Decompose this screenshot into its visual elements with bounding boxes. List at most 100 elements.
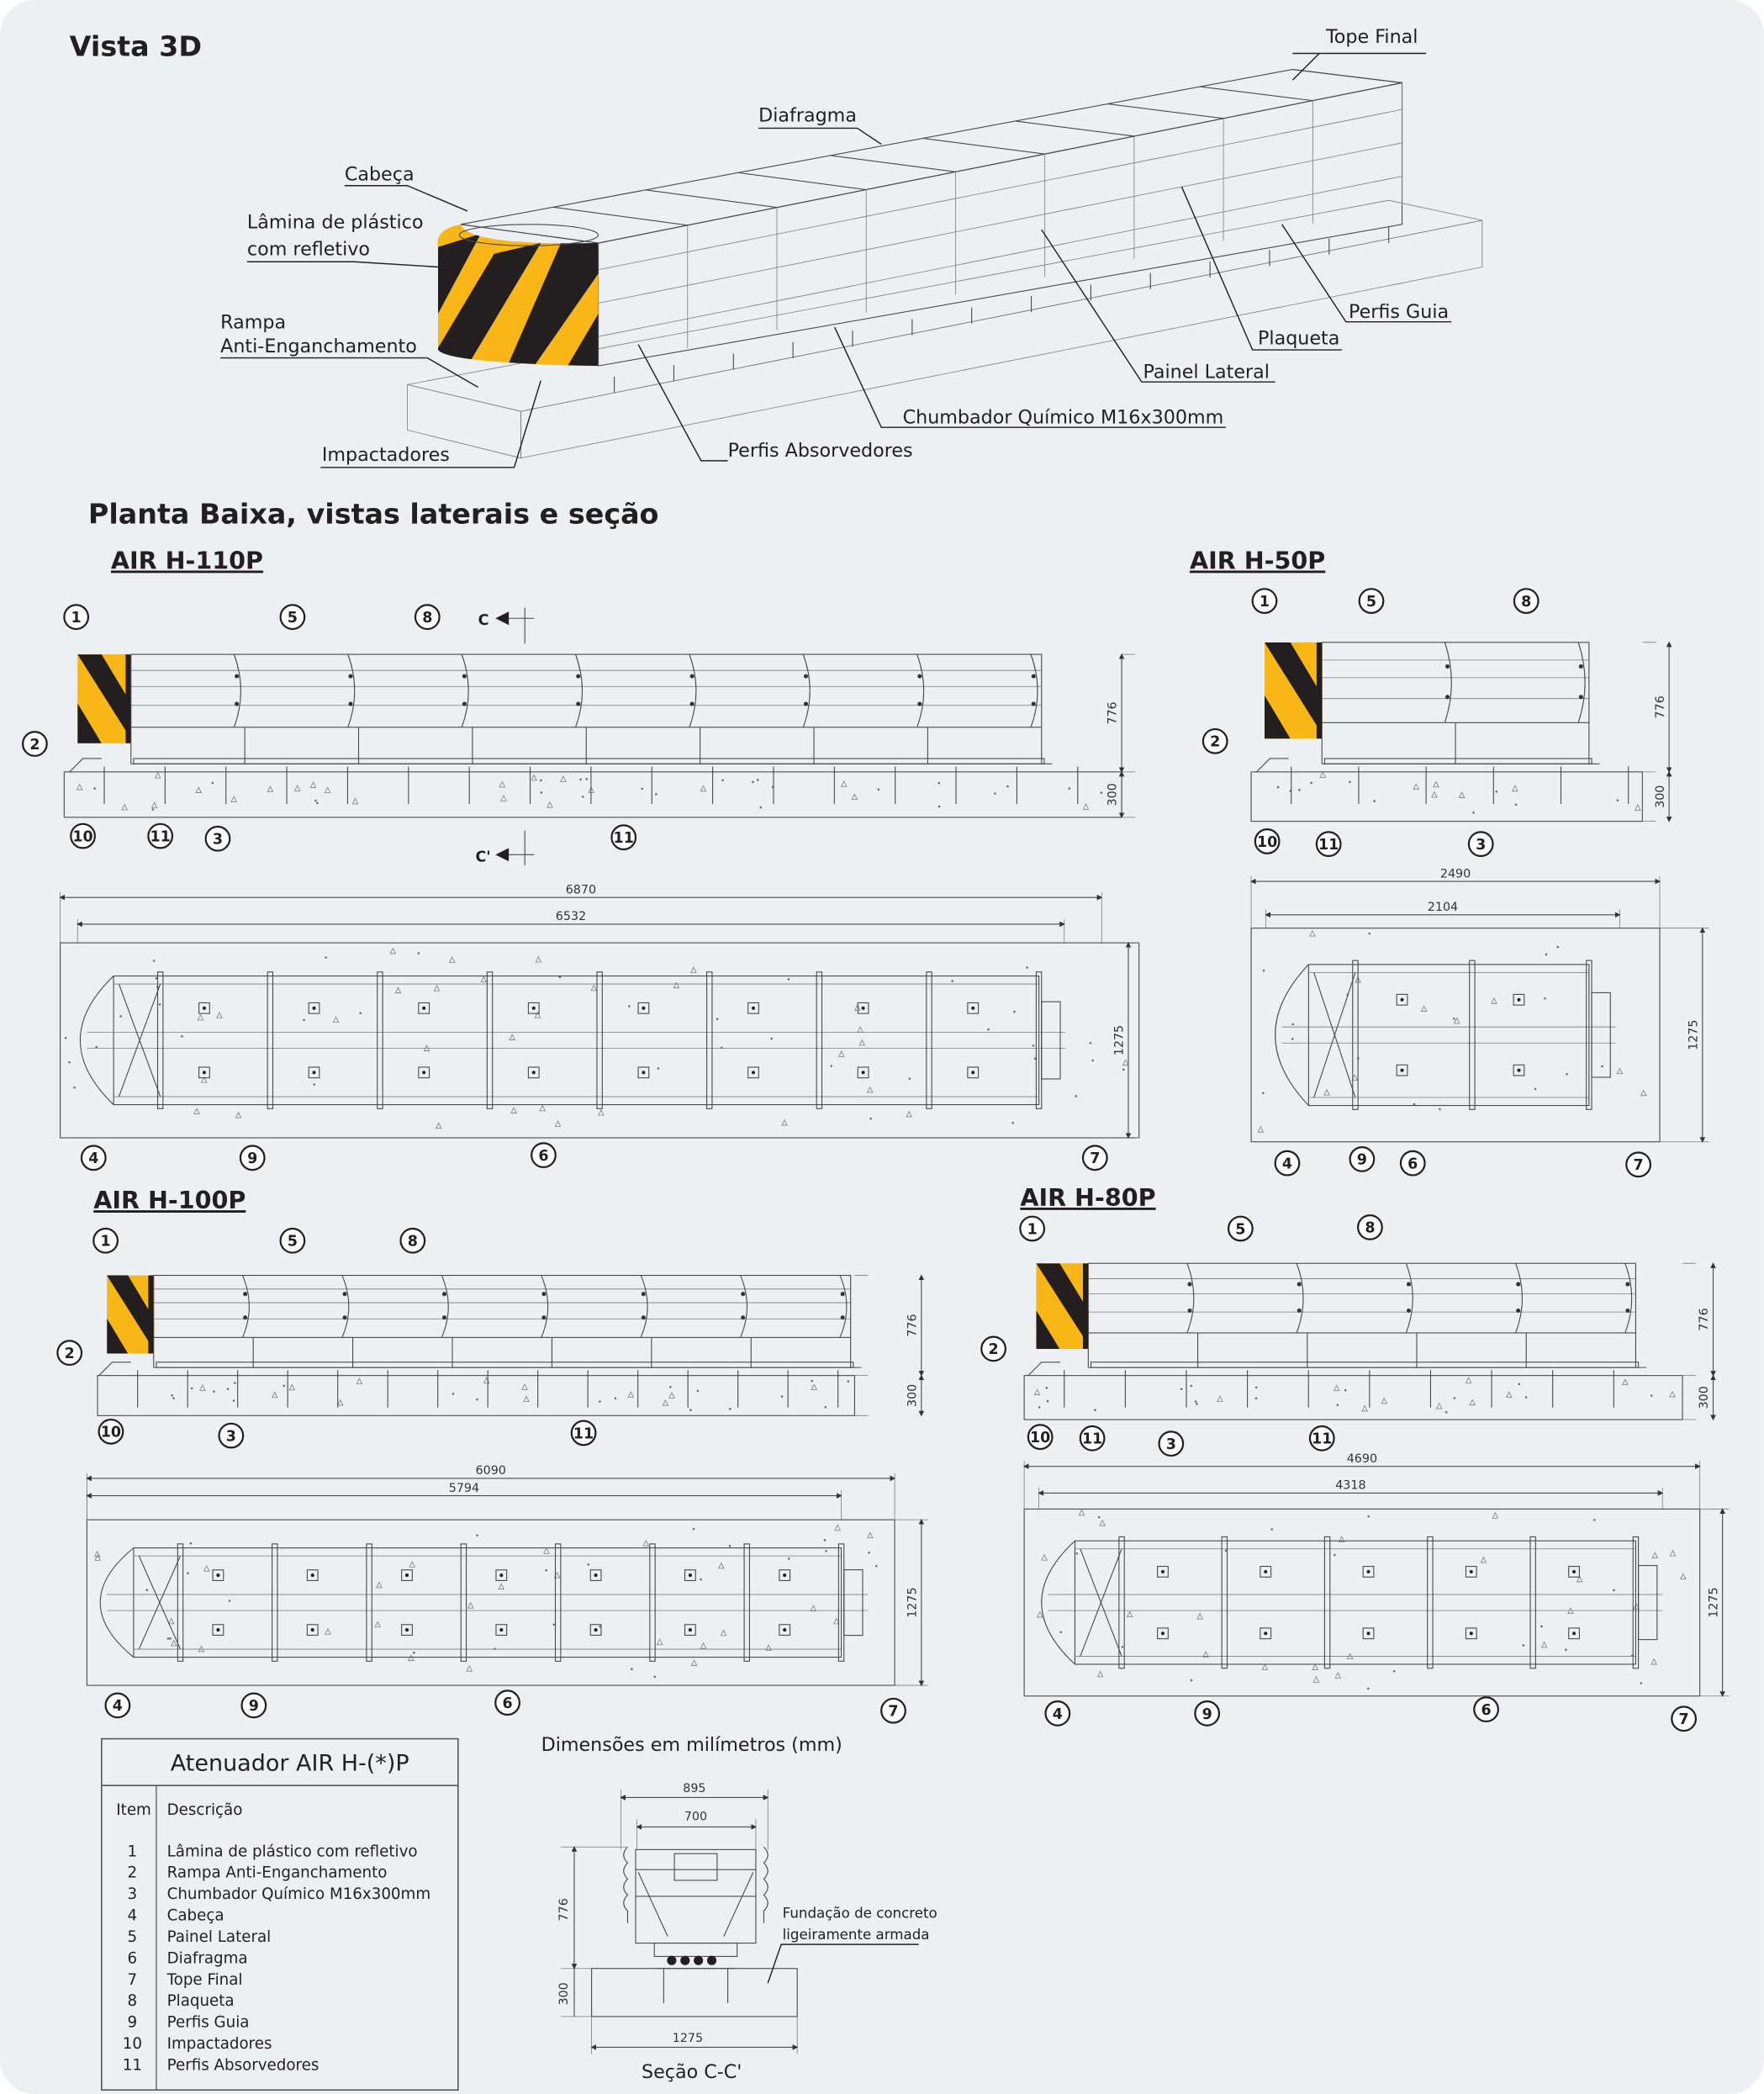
- head-reflective-sheet: [1036, 1263, 1089, 1350]
- concrete-aggregate: [1190, 1679, 1193, 1682]
- concrete-aggregate: [235, 1111, 242, 1118]
- legend-item-number: 1: [128, 1843, 138, 1860]
- diaphragm: [1427, 1536, 1434, 1669]
- concrete-aggregate: [498, 1583, 505, 1590]
- diaphragm: [177, 1543, 184, 1662]
- concrete-aggregate: [226, 1388, 230, 1390]
- concrete-aggregate: [314, 799, 317, 802]
- concrete-aggregate: [1202, 1651, 1209, 1658]
- concrete-aggregate: [756, 779, 759, 781]
- concrete-aggregate: [1033, 1057, 1037, 1060]
- callout-number: 1: [1027, 1221, 1038, 1238]
- callout-number: 5: [288, 610, 298, 627]
- callout-marker: 1: [63, 604, 90, 631]
- concrete-aggregate: [1368, 932, 1371, 935]
- concrete-aggregate: [94, 1554, 101, 1561]
- concrete-aggregate: [847, 1380, 850, 1383]
- dimension-value: 1275: [1113, 1025, 1127, 1055]
- concrete-aggregate: [1033, 1388, 1041, 1395]
- concrete-aggregate: [1616, 799, 1619, 801]
- callout-marker: 7: [1625, 1151, 1652, 1178]
- concrete-aggregate: [413, 1651, 415, 1654]
- dimension-value: 1275: [1707, 1587, 1720, 1617]
- 3d-barrier: [460, 69, 1403, 393]
- concrete-aggregate: [288, 1383, 296, 1391]
- callout-marker: 11: [1315, 831, 1342, 858]
- callout-marker: 9: [240, 1692, 267, 1719]
- concrete-aggregate: [181, 1034, 183, 1038]
- concrete-aggregate: [1096, 1670, 1104, 1678]
- concrete-aggregate: [1651, 1552, 1659, 1558]
- concrete-aggregate: [581, 796, 584, 798]
- concrete-aggregate: [1444, 1411, 1448, 1414]
- label-painel-lateral: Painel Lateral: [1143, 361, 1269, 383]
- callout-number: 8: [422, 610, 432, 627]
- callout-number: 1: [100, 1234, 110, 1251]
- concrete-aggregate: [145, 1589, 149, 1591]
- concrete-aggregate: [1511, 785, 1518, 792]
- anti-snag-ramp: [98, 1362, 131, 1377]
- concrete-aggregate: [452, 1393, 455, 1395]
- concrete-aggregate: [166, 1637, 170, 1640]
- concrete-aggregate: [213, 1390, 215, 1393]
- concrete-aggregate: [1336, 1404, 1339, 1407]
- section-cc: Dimensões em milímetros (mm) 895 700 776…: [541, 1734, 937, 2083]
- concrete-aggregate: [1453, 1017, 1460, 1024]
- concrete-aggregate: [840, 780, 848, 787]
- diaphragm: [926, 971, 932, 1109]
- concrete-aggregate: [1262, 969, 1265, 972]
- 3d-diaphragm: [460, 224, 599, 244]
- callout-marker: 11: [147, 822, 174, 849]
- label-perfis-guia: Perfis Guia: [1349, 301, 1449, 323]
- concrete-aggregate: [560, 775, 567, 782]
- callout-marker: 9: [1194, 1700, 1221, 1726]
- concrete-aggregate: [830, 1065, 833, 1067]
- concrete-aggregate: [232, 1399, 235, 1402]
- dimension-value: 5794: [449, 1482, 479, 1495]
- concrete-aggregate: [480, 976, 488, 983]
- callout-number: 7: [1634, 1157, 1644, 1174]
- concrete-aggregate: [1334, 1553, 1336, 1557]
- callout-marker: 11: [570, 1420, 597, 1446]
- concrete-aggregate: [1122, 1068, 1125, 1071]
- 3d-concrete-slab: [407, 199, 1483, 459]
- concrete-aggregate: [558, 976, 562, 979]
- section-foundation-height: 300: [557, 1982, 571, 2005]
- callout-number: 7: [1090, 1150, 1100, 1167]
- concrete-aggregate: [1045, 1387, 1048, 1389]
- concrete-aggregate: [211, 781, 214, 785]
- concrete-aggregate: [1309, 929, 1316, 937]
- concrete-aggregate: [151, 808, 155, 811]
- concrete-aggregate: [721, 779, 724, 782]
- concrete-aggregate: [1006, 785, 1009, 788]
- concrete-aggregate: [1413, 783, 1420, 791]
- concrete-aggregate: [1059, 1631, 1063, 1634]
- frame-plan: [133, 1547, 842, 1658]
- concrete-foundation-plan: [86, 1519, 895, 1686]
- concrete-aggregate: [1310, 781, 1312, 785]
- concrete-foundation-plan: [1023, 1508, 1701, 1697]
- callout-marker: 9: [1349, 1145, 1376, 1172]
- callout-number: 7: [1679, 1711, 1689, 1728]
- concrete-aggregate: [1099, 1519, 1106, 1526]
- concrete-aggregate: [937, 805, 941, 808]
- concrete-aggregate: [1433, 780, 1439, 788]
- concrete-aggregate: [1089, 1041, 1092, 1044]
- callout-marker: 4: [104, 1692, 131, 1719]
- concrete-aggregate: [283, 1384, 285, 1388]
- concrete-aggregate: [824, 1405, 827, 1409]
- label-rampa-1: Rampa: [220, 312, 286, 334]
- diaphragm: [649, 1543, 656, 1662]
- callout-number: 2: [1210, 734, 1220, 751]
- concrete-aggregate: [466, 1664, 473, 1672]
- concrete-aggregate: [547, 801, 553, 808]
- callout-marker: 10: [98, 1418, 124, 1445]
- concrete-aggregate: [700, 1642, 707, 1649]
- concrete-aggregate: [1472, 812, 1475, 814]
- concrete-aggregate: [1276, 785, 1280, 789]
- 3d-diaphragm: [1292, 69, 1402, 84]
